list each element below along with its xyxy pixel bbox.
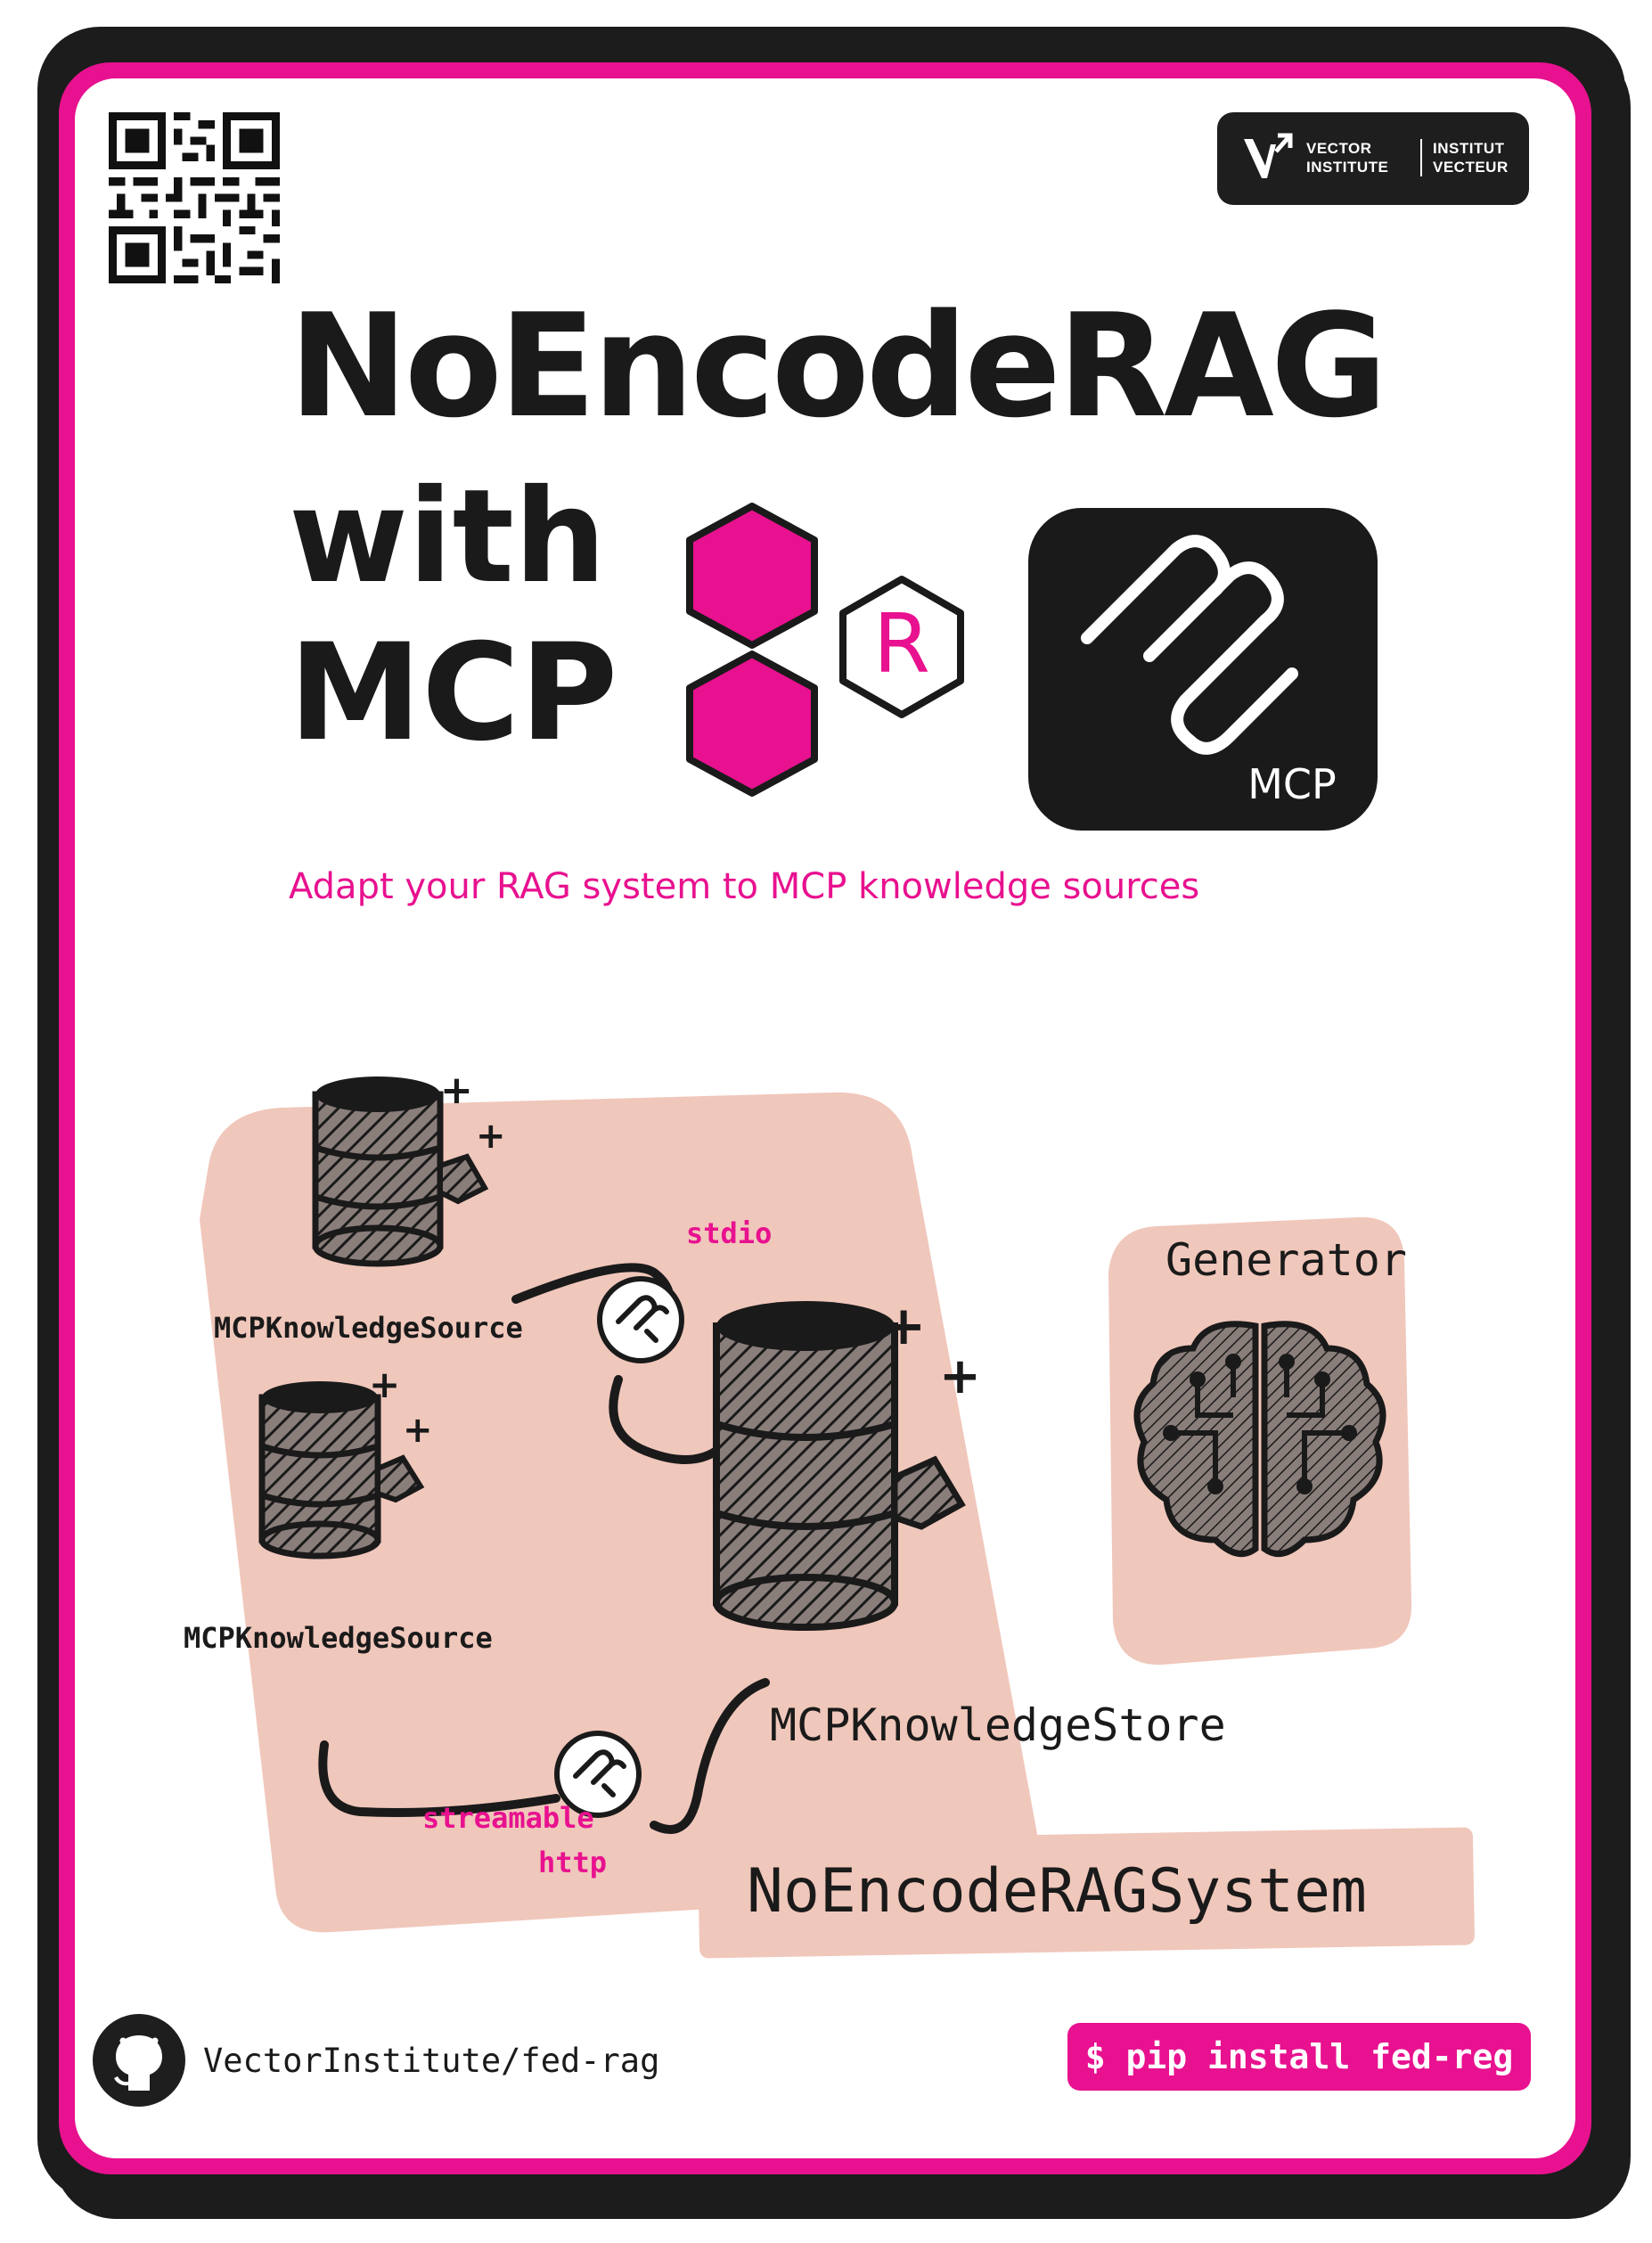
knowledge-source-db-icon-2: + + <box>258 1363 433 1559</box>
fedrag-hexagon-logo-icon: R <box>686 503 964 797</box>
knowledge-store-label: MCPKnowledgeStore <box>770 1699 1226 1751</box>
transport-http-label-line2: http <box>538 1846 608 1879</box>
knowledge-source-label-2: MCPKnowledgeSource <box>184 1621 493 1655</box>
vector-v-icon <box>1244 133 1293 178</box>
svg-text:+: + <box>369 1363 400 1406</box>
generator-label: Generator <box>1165 1234 1407 1286</box>
logo-text-en: VECTOR INSTITUTE <box>1306 140 1389 176</box>
subtitle: Adapt your RAG system to MCP knowledge s… <box>289 866 1200 907</box>
logo-divider <box>1420 139 1422 176</box>
logo-text-fr: INSTITUT VECTEUR <box>1433 140 1509 176</box>
generator-brain-icon <box>1133 1321 1386 1558</box>
mcp-badge-label: MCP <box>1247 760 1337 808</box>
knowledge-source-label-1: MCPKnowledgeSource <box>214 1311 523 1345</box>
transport-http-label-line1: streamable <box>422 1801 594 1835</box>
page-title-line1: NoEncodeRAG <box>289 282 1387 449</box>
page-title-line3: MCP <box>289 616 618 771</box>
r-letter: R <box>873 596 930 692</box>
svg-text:+: + <box>881 1295 926 1357</box>
install-command[interactable]: $ pip install fed-reg <box>1067 2023 1531 2091</box>
mcp-http-icon <box>554 1731 642 1818</box>
qr-code-icon <box>109 112 280 283</box>
svg-text:+: + <box>939 1347 981 1405</box>
svg-text:+: + <box>403 1410 433 1451</box>
github-icon <box>114 2035 162 2091</box>
knowledge-source-db-icon: + + <box>312 1068 506 1267</box>
mcp-badge-icon: MCP <box>1028 508 1378 831</box>
knowledge-store-db-icon: + + <box>713 1295 981 1631</box>
mcp-stdio-icon <box>597 1276 684 1363</box>
transport-stdio-label: stdio <box>686 1216 773 1250</box>
vector-institute-logo[interactable]: VECTOR INSTITUTE INSTITUT VECTEUR <box>1217 112 1529 205</box>
poster: VECTOR INSTITUTE INSTITUT VECTEUR NoEnco… <box>75 78 1575 2158</box>
github-repo-link[interactable]: VectorInstitute/fed-rag <box>203 2042 660 2080</box>
github-icon-badge[interactable] <box>93 2014 185 2107</box>
svg-text:+: + <box>440 1068 473 1113</box>
page-title-line2: with <box>289 462 607 612</box>
svg-text:+: + <box>476 1116 506 1157</box>
rag-system-label: NoEncodeRAGSystem <box>747 1856 1367 1927</box>
